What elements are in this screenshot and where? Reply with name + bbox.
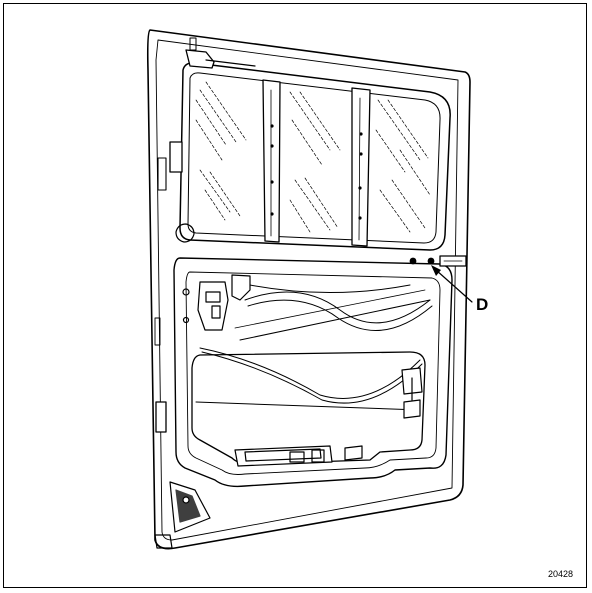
lock-mechanism [182,274,251,331]
callout-label-d: D [476,295,489,314]
point-d-left [409,257,417,265]
hinge-lower [155,401,167,433]
bottom-rail-block [234,445,363,467]
inner-panel-outline [173,257,453,488]
door-outer-panel [146,29,471,550]
window-glass [187,72,441,244]
callout-leader-line [435,269,473,303]
door-inner-edge [155,39,459,541]
top-hinge [185,49,215,69]
window-rail-left [262,79,281,243]
window-rail-right [351,87,371,247]
window-frame [179,62,451,251]
figure-frame [3,3,587,588]
mounting-boss [175,223,195,243]
hinge-upper [169,141,183,173]
glass-hatching [195,81,431,233]
lower-hinge-corner [154,481,211,549]
window-regulator [401,367,423,419]
regulator-cables [199,284,433,404]
point-d-right [427,257,435,265]
figure-number: 20428 [548,569,574,579]
